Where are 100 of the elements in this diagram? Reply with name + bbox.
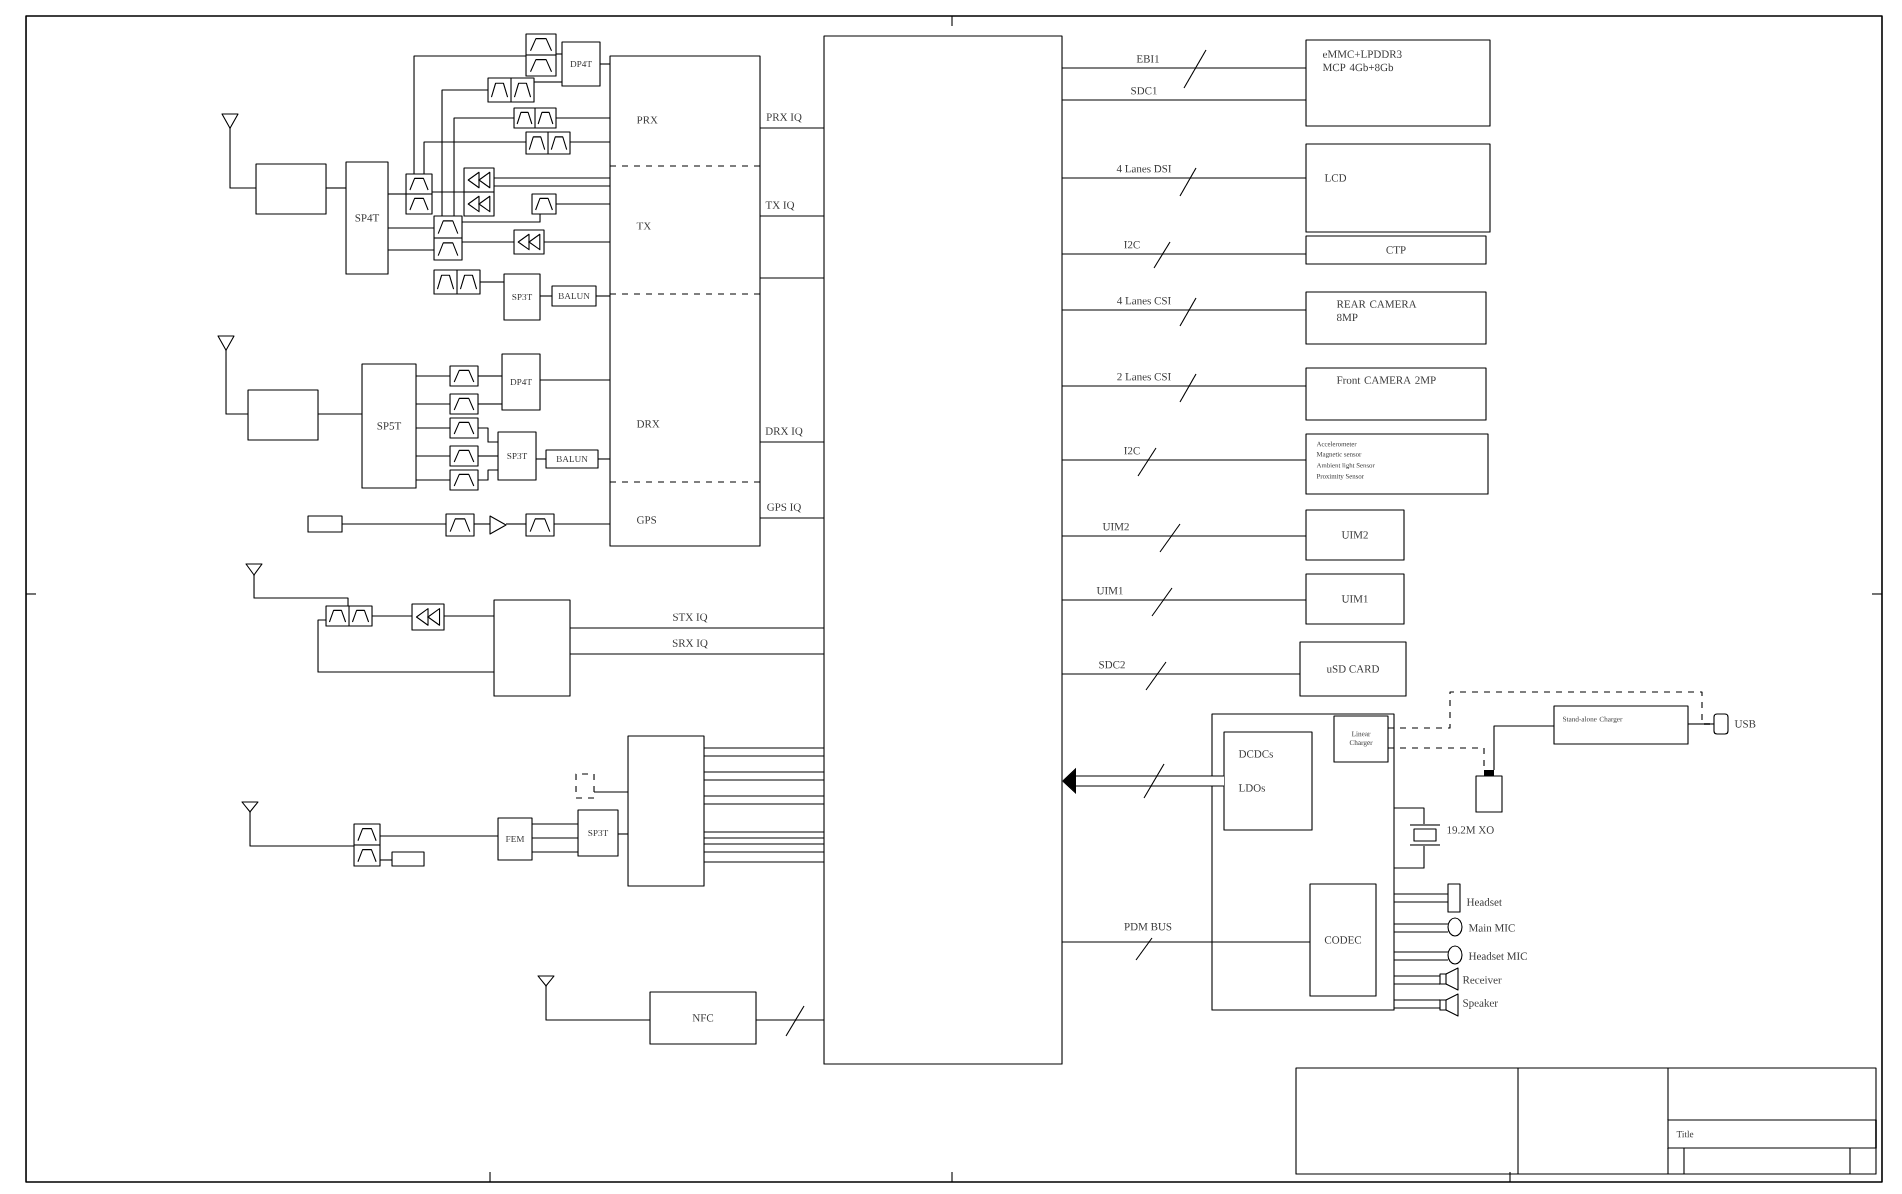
signal-line [441, 89, 489, 217]
signal-line [413, 55, 527, 175]
signal-line [555, 53, 563, 55]
antenna-symbol [241, 801, 259, 821]
signal-line [473, 523, 491, 525]
signal-line [703, 795, 825, 797]
signal-line [1393, 893, 1449, 895]
signal-line [1393, 807, 1425, 825]
component-box [307, 515, 343, 533]
signal-line [477, 427, 499, 443]
dashed-line [1387, 747, 1485, 771]
signal-line [703, 837, 825, 839]
signal-line [759, 277, 825, 279]
signal-line [539, 295, 553, 297]
battery-symbol [1475, 770, 1503, 813]
signal-line [703, 851, 825, 853]
signal-line [1061, 99, 1307, 101]
signal-line [477, 469, 499, 481]
signal-line [317, 619, 495, 673]
signal-line [703, 843, 825, 845]
signal-line [229, 139, 257, 189]
signal-line [539, 379, 611, 381]
chip-box [493, 599, 571, 697]
signal-line [341, 523, 447, 525]
filter-symbol [449, 365, 479, 387]
signal-line [1061, 309, 1307, 311]
filter-symbol [525, 131, 571, 155]
signal-line [533, 81, 563, 83]
signal-line [317, 413, 363, 415]
signal-line [555, 117, 611, 119]
signal-line [703, 831, 825, 833]
signal-line [1393, 901, 1449, 903]
signal-line [755, 1019, 825, 1021]
signal-line [479, 281, 505, 283]
signal-line [703, 803, 825, 805]
chip-box [1211, 713, 1395, 1011]
filter-symbol [325, 605, 373, 627]
signal-line [593, 791, 629, 793]
amplifier-symbol [489, 515, 507, 535]
signal-line [493, 185, 611, 187]
amplifier-symbol [513, 229, 545, 255]
signal-line [617, 833, 629, 835]
signal-line [545, 993, 651, 1021]
signal-line [253, 583, 349, 607]
signal-line [531, 837, 579, 839]
signal-line [379, 859, 393, 861]
filter-symbol [525, 513, 555, 537]
signal-line [1061, 177, 1307, 179]
signal-line [703, 771, 825, 773]
amplifier-symbol [411, 603, 445, 631]
filter-symbol [433, 269, 481, 295]
signal-line [535, 458, 547, 460]
dashed-box [575, 773, 595, 799]
component-box [391, 851, 425, 867]
chip-box [627, 735, 705, 887]
signal-line [531, 823, 579, 825]
signal-line [703, 861, 825, 863]
signal-line [759, 517, 825, 519]
filter-symbol [531, 193, 557, 215]
signal-line [431, 191, 465, 193]
signal-line [415, 479, 451, 481]
signal-line [493, 177, 611, 179]
signal-line [599, 63, 611, 65]
signal-line [553, 523, 611, 525]
signal-line [595, 295, 611, 297]
signal-line [461, 213, 541, 223]
signal-line [759, 215, 825, 217]
module-box [247, 389, 319, 441]
filter-symbol [449, 445, 479, 467]
signal-line [1393, 975, 1441, 977]
signal-line [1393, 845, 1425, 869]
signal-line [379, 835, 499, 837]
signal-line [703, 755, 825, 757]
antenna-symbol [217, 335, 235, 363]
filter-symbol [353, 823, 381, 867]
filter-symbol [487, 77, 535, 103]
signal-line [1393, 931, 1449, 933]
signal-line [415, 375, 451, 377]
signal-line [387, 193, 407, 195]
signal-line [703, 779, 825, 781]
signal-line [415, 427, 451, 429]
signal-line [1393, 1007, 1441, 1009]
signal-line [703, 747, 825, 749]
signal-line [597, 458, 611, 460]
signal-line [415, 403, 451, 405]
signal-line [1393, 951, 1449, 953]
signal-line [1061, 941, 1311, 943]
filter-symbol [405, 173, 433, 215]
signal-line [423, 141, 527, 175]
signal-line [1393, 983, 1441, 985]
signal-line [1393, 959, 1449, 961]
signal-line [1061, 253, 1307, 255]
signal-line [477, 455, 499, 457]
signal-line [1061, 599, 1307, 601]
filter-symbol [449, 469, 479, 491]
signal-line [505, 523, 527, 525]
signal-line [1061, 459, 1307, 461]
filter-symbol [525, 33, 557, 77]
signal-line [1493, 725, 1555, 771]
signal-line [569, 653, 825, 655]
